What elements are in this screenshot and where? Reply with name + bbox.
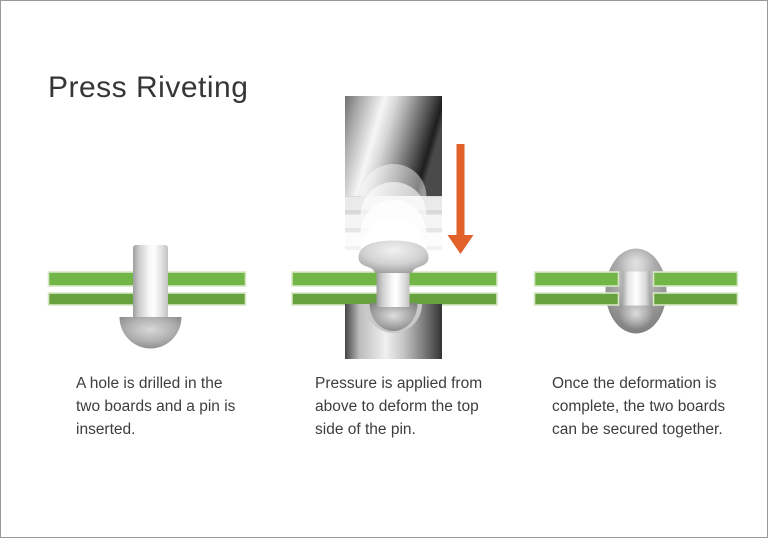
step3-board-bottom-right bbox=[652, 292, 739, 306]
step2-pin-bottom-head bbox=[369, 303, 418, 332]
step2-pressure-figure bbox=[291, 96, 498, 359]
step2-caption-line-1: Pressure is applied from bbox=[315, 375, 483, 392]
step3-caption: Once the deformation is complete, the tw… bbox=[552, 372, 767, 441]
step3-rivet-top-highlight bbox=[618, 247, 654, 277]
step1-pin-head-dome bbox=[119, 317, 182, 349]
step3-caption-line-3: can be secured together. bbox=[552, 421, 723, 438]
pressure-down-arrow-icon bbox=[447, 144, 474, 254]
step3-board-bottom-left bbox=[533, 292, 620, 306]
step3-rivet-bottom-highlight bbox=[619, 299, 653, 329]
step2-caption-line-2: above to deform the top bbox=[315, 398, 479, 415]
step1-pin-shaft bbox=[133, 245, 168, 319]
press-ram bbox=[345, 96, 442, 196]
step1-pin-inserted-figure bbox=[47, 245, 247, 349]
step3-caption-line-1: Once the deformation is bbox=[552, 375, 717, 392]
step3-secured-figure bbox=[533, 247, 739, 334]
step1-caption-line-2: two boards and a pin is bbox=[76, 398, 236, 415]
step1-caption-line-3: inserted. bbox=[76, 421, 136, 438]
step3-caption-line-2: complete, the two boards bbox=[552, 398, 726, 415]
step3-rivet-shaft-window bbox=[622, 271, 650, 306]
step3-board-top-right bbox=[652, 271, 739, 287]
step1-caption-line-1: A hole is drilled in the bbox=[76, 375, 223, 392]
step2-caption-line-3: side of the pin. bbox=[315, 421, 416, 438]
step3-board-top-left bbox=[533, 271, 620, 287]
step1-caption: A hole is drilled in the two boards and … bbox=[76, 372, 301, 441]
step2-pin-mushroom-cap bbox=[358, 240, 429, 273]
page-title: Press Riveting bbox=[48, 71, 249, 104]
step2-caption: Pressure is applied from above to deform… bbox=[315, 372, 540, 441]
